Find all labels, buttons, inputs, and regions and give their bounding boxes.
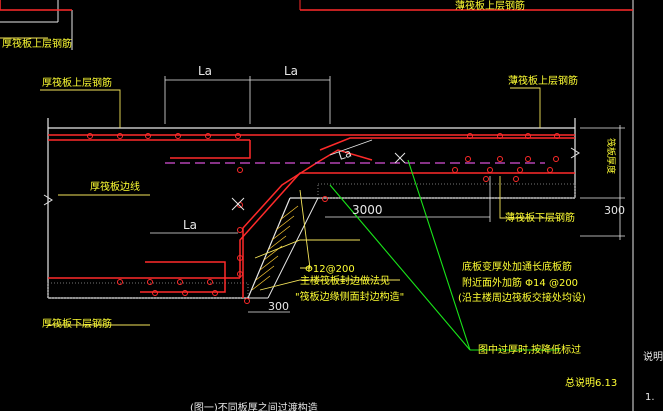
green-note: 图中过厚时,按降低标过	[478, 343, 581, 356]
thin-top-bar-label: 薄筏板上层钢筋	[508, 74, 578, 87]
top-rebar-hook	[170, 140, 251, 159]
right-vertical-label: 筏板厚度	[605, 138, 617, 174]
main-beam-note: 主楼筏板封边做法见	[300, 274, 390, 287]
right-note-1: 底板变厚处加通长底板筋	[462, 260, 572, 273]
break-mark	[570, 147, 580, 159]
drawing-ref: 总说明6.13	[565, 376, 617, 389]
thick-axis-label: 厚筏板边线	[90, 180, 140, 193]
leader-lines	[0, 37, 560, 326]
la-lower-label: La	[183, 218, 197, 232]
break-mark	[43, 194, 53, 206]
right-note-3: (沿主楼周边筏板交接处均设)	[458, 291, 586, 304]
la-dimension	[164, 76, 331, 124]
thin-bottom-rebar	[239, 172, 575, 278]
dim-300-right: 300	[604, 204, 625, 217]
cross-mark	[231, 152, 406, 211]
dim-300-bottom: 300	[268, 300, 289, 313]
thin-top-rebar	[319, 137, 575, 151]
thick-bottom-bar-label: 厚筏板下层钢筋	[42, 317, 112, 330]
rebar-12-label: Φ12@200	[305, 264, 355, 275]
slope-edge	[247, 197, 291, 299]
thick-top-title: 厚筏板上层钢筋	[2, 37, 72, 50]
right-edge-2: 1.	[645, 392, 655, 403]
dim-3000: 3000	[352, 203, 383, 217]
la-label-2: La	[284, 64, 298, 78]
thick-top-bar-label: 厚筏板上层钢筋	[42, 76, 112, 89]
bottom-caption: (图一)不同板厚之间过渡构造	[190, 401, 318, 411]
right-edge-1: 说明	[643, 350, 663, 363]
concrete-bed-thick	[47, 282, 249, 299]
concrete-bed-thin	[317, 183, 576, 199]
slope-edge	[267, 197, 319, 299]
la-label-1: La	[198, 64, 212, 78]
thin-top-title: 薄筏板上层钢筋	[455, 0, 525, 12]
la-slope-label: La	[337, 147, 353, 163]
right-note-2: 附近面外加筋 Φ14 @200	[462, 276, 578, 289]
bottom-hook-rebar	[140, 261, 226, 293]
la-slope-dim	[329, 139, 373, 156]
rebar-dots	[87, 133, 560, 304]
main-beam-note2: "筏板边缘侧面封边构造"	[295, 290, 404, 303]
slope-hatch	[251, 205, 299, 291]
thin-bottom-bar-label: 薄筏板下层钢筋	[505, 211, 575, 224]
green-leader	[329, 159, 560, 351]
thickness-dimension	[580, 125, 625, 240]
